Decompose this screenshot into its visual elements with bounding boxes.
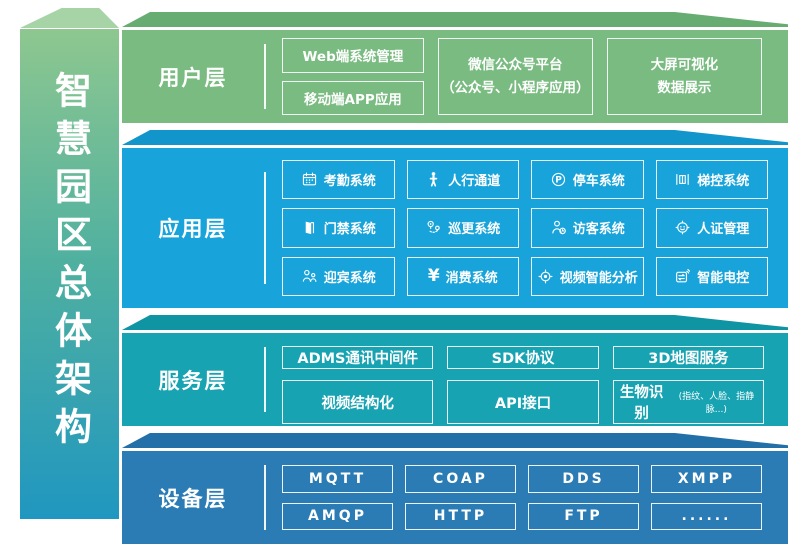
parking-icon: P: [551, 173, 565, 187]
pedestrian-icon: [429, 172, 438, 187]
patrol-icon: [427, 221, 440, 234]
layer-divider: [264, 43, 266, 110]
door-access-icon: [305, 222, 314, 235]
layer-divider: [264, 346, 266, 413]
app-item-welcome: 迎宾系统: [282, 256, 395, 296]
user-item-web: Web端系统管理: [282, 38, 424, 73]
layer-divider: [264, 464, 266, 531]
service-item-adms: ADMS通讯中间件: [282, 346, 434, 369]
device-item-coap: COAP: [405, 465, 516, 493]
device-item-mqtt: MQTT: [282, 465, 393, 493]
service-item-biometric: 生物识别(指纹、人脸、指静脉...): [612, 380, 764, 424]
device-item-dds: DDS: [528, 465, 639, 493]
banner-front-face: 智慧园区总体架构: [20, 29, 119, 519]
user-item-wechat: 微信公众号平台 （公众号、小程序应用）: [437, 38, 593, 115]
banner-top-face: [20, 8, 119, 28]
layer-application-top-face: [122, 130, 788, 145]
app-item-attendance: 考勤系统: [282, 160, 395, 200]
attendance-icon: [302, 172, 316, 186]
app-item-id-verify: 人证管理: [655, 208, 768, 248]
biometric-note: (指纹、人脸、指静脉...): [678, 392, 755, 415]
layer-application: 应用层 考勤系统: [122, 130, 788, 308]
device-item-amqp: AMQP: [282, 502, 393, 530]
app-item-elevator: 梯控系统: [655, 160, 768, 200]
power-control-icon: [676, 268, 691, 283]
app-item-power-control: 智能电控: [655, 256, 768, 296]
welcome-icon: [302, 269, 317, 282]
device-item-ftp: FTP: [528, 502, 639, 530]
id-verify-icon: [675, 221, 690, 235]
diagram-title: 智慧园区总体架构: [48, 71, 92, 455]
device-item-more: ......: [651, 502, 762, 530]
service-item-video-struct: 视频结构化: [282, 380, 434, 424]
layer-user-label: 用户层: [158, 65, 228, 90]
layer-divider: [264, 172, 266, 284]
layer-stack: 用户层 Web端系统管理 移动端APP应用 微信公众号平台 （公众号、小程序应用…: [122, 0, 788, 547]
service-item-api: API接口: [447, 380, 599, 424]
user-item-column: Web端系统管理 移动端APP应用: [282, 38, 424, 115]
layer-service-label: 服务层: [158, 368, 228, 393]
app-item-patrol: 巡更系统: [406, 208, 519, 248]
device-item-xmpp: XMPP: [651, 465, 762, 493]
yuan-icon: ¥: [427, 265, 440, 286]
layer-device-top-face: [122, 433, 788, 448]
elevator-icon: [676, 174, 689, 186]
layer-application-label: 应用层: [158, 217, 228, 241]
layer-service: 服务层 ADMS通讯中间件 SDK协议 3D地图服务 视频结构化 API接口 生…: [122, 315, 788, 426]
app-item-door-access: 门禁系统: [282, 208, 395, 248]
layer-device-label: 设备层: [158, 486, 228, 511]
app-item-video-ai: 视频智能分析: [531, 256, 644, 296]
app-item-visitor: 访客系统: [531, 208, 644, 248]
layer-device: 设备层 MQTT COAP DDS XMPP AMQP HTTP FTP ...…: [122, 433, 788, 544]
app-item-parking: P 停车系统: [531, 160, 644, 200]
service-item-3dmap: 3D地图服务: [612, 346, 764, 369]
title-banner: 智慧园区总体架构: [20, 8, 119, 520]
app-item-consumption: ¥ 消费系统: [406, 256, 519, 296]
svg-text:P: P: [555, 176, 562, 186]
layer-service-top-face: [122, 315, 788, 330]
service-item-sdk: SDK协议: [447, 346, 599, 369]
user-item-bigscreen: 大屏可视化 数据展示: [606, 38, 762, 115]
user-item-mobile-app: 移动端APP应用: [282, 80, 424, 115]
visitor-icon: [552, 221, 566, 235]
layer-user-top-face: [122, 12, 788, 27]
layer-user: 用户层 Web端系统管理 移动端APP应用 微信公众号平台 （公众号、小程序应用…: [122, 12, 788, 123]
app-item-pedestrian: 人行通道: [406, 160, 519, 200]
device-item-http: HTTP: [405, 502, 516, 530]
video-ai-icon: [538, 269, 553, 284]
